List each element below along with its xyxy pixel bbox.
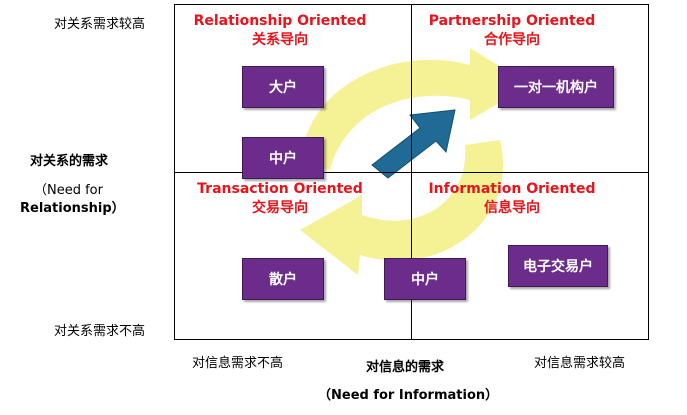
y-axis-title: 对关系的需求 [30, 154, 109, 169]
growth-arrow [371, 109, 456, 179]
upper-cycle-arrow [300, 48, 530, 170]
lower-cycle-arrow [300, 140, 504, 275]
quadrant-title-en: Transaction Oriented [197, 181, 363, 197]
box-electronic-client: 电子交易户 [508, 245, 608, 287]
y-axis-high-label: 对关系需求较高 [54, 17, 146, 32]
quadrant-bottom-left-title: Transaction Oriented 交易导向 [190, 180, 370, 218]
quadrant-bottom-right-title: Information Oriented 信息导向 [422, 180, 602, 218]
quadrant-top-right-title: Partnership Oriented 合作导向 [422, 12, 602, 50]
box-label: 大户 [269, 80, 297, 96]
box-retail-client: 散户 [242, 258, 324, 300]
quadrant-title-cn: 交易导向 [252, 200, 308, 216]
x-axis-high-label: 对信息需求较高 [534, 356, 626, 371]
box-label: 一对一机构户 [514, 80, 598, 96]
y-axis-low-label: 对关系需求不高 [54, 324, 146, 339]
box-large-client: 大户 [242, 66, 324, 108]
box-medium-client-top: 中户 [242, 137, 324, 179]
quadrant-title-cn: 合作导向 [484, 32, 540, 48]
quadrant-title-en: Relationship Oriented [193, 13, 367, 29]
quadrant-title-en: Information Oriented [428, 181, 596, 197]
x-axis-title: 对信息的需求 [366, 360, 445, 375]
x-axis-title-en: （Need for Information） [318, 388, 499, 403]
horizontal-divider [174, 172, 649, 173]
quadrant-top-left-title: Relationship Oriented 关系导向 [190, 12, 370, 50]
box-label: 散户 [269, 272, 297, 288]
quadrant-title-cn: 关系导向 [252, 32, 308, 48]
x-axis-low-label: 对信息需求不高 [192, 356, 284, 371]
y-axis-title-en-line2: Relationship） [20, 201, 125, 216]
box-label: 电子交易户 [523, 259, 593, 275]
box-label: 中户 [269, 151, 297, 167]
quadrant-title-cn: 信息导向 [484, 200, 540, 216]
y-axis-title-en-line1: （Need for [34, 183, 103, 198]
box-label: 中户 [411, 272, 439, 288]
quadrant-title-en: Partnership Oriented [428, 13, 596, 29]
box-institutional-client: 一对一机构户 [498, 66, 614, 108]
box-medium-client-bottom: 中户 [384, 258, 466, 300]
